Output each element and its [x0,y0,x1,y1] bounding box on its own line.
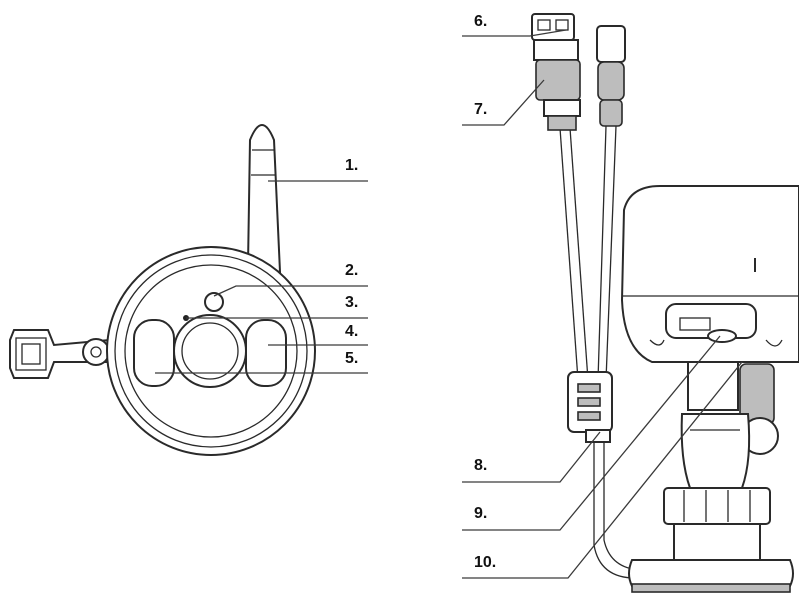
label-8: 8. [474,457,487,474]
label-6: 6. [474,13,487,30]
label-9: 9. [474,505,487,522]
ir-led-right [245,319,287,387]
label-2: 2. [345,262,358,279]
ir-led-left [133,319,175,387]
network-connector [531,13,581,131]
camera-body [620,185,799,363]
label-4: 4. [345,323,358,340]
power-connector [596,25,626,127]
camera-front-view [9,124,316,456]
camera-side-view [531,13,799,593]
front-leader-lines [155,180,368,374]
label-5: 5. [345,350,358,367]
side-leader-lines [462,29,743,579]
camera-lens [173,314,247,388]
cable-junction-box [567,371,613,443]
label-3: 3. [345,294,358,311]
label-10: 10. [474,554,496,571]
light-sensor [204,292,224,312]
mount-bracket [9,329,114,379]
label-7: 7. [474,101,487,118]
camera-mount [628,361,794,593]
cables [559,125,641,579]
antenna [246,124,282,274]
label-1: 1. [345,157,358,174]
